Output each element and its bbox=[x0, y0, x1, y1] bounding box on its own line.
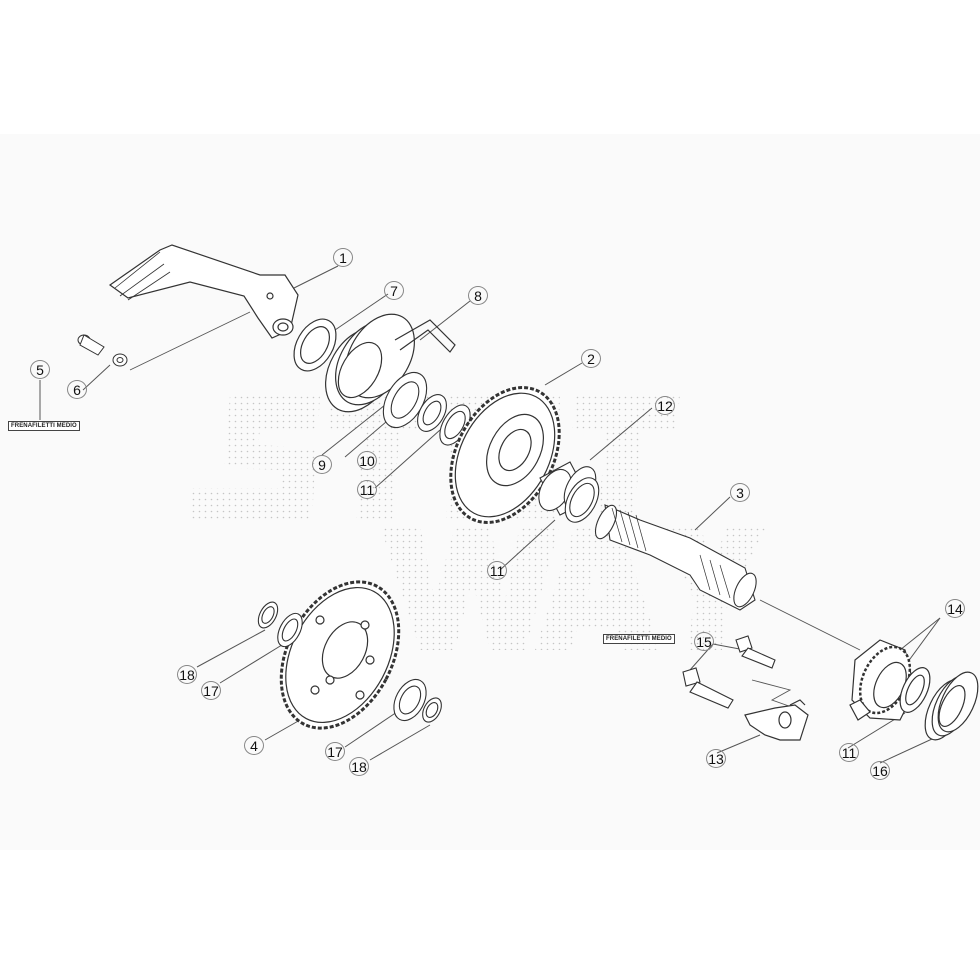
callout-1-label: 1 bbox=[339, 249, 347, 266]
callout-16-ring bbox=[870, 761, 890, 780]
pin-bolt bbox=[77, 334, 128, 367]
callout-11-upper-ring bbox=[357, 480, 377, 499]
callout-1[interactable]: 1 bbox=[333, 248, 355, 269]
callout-3-ring bbox=[730, 483, 750, 502]
callout-14[interactable]: 14 bbox=[945, 599, 967, 620]
callout-1-ring bbox=[333, 248, 353, 267]
callout-11-lower[interactable]: 11 bbox=[839, 743, 861, 764]
callout-6-label: 6 bbox=[73, 381, 81, 398]
callout-8[interactable]: 8 bbox=[468, 286, 490, 307]
callout-18-right[interactable]: 18 bbox=[349, 757, 371, 778]
callout-17-right-ring bbox=[325, 742, 345, 761]
threadlock-note-right: FRENAFILETTI MEDIO bbox=[603, 634, 675, 644]
callout-4-label: 4 bbox=[250, 737, 258, 754]
callout-6-ring bbox=[67, 380, 87, 399]
callout-3[interactable]: 3 bbox=[730, 483, 752, 504]
callout-17-left-label: 17 bbox=[203, 682, 219, 699]
callout-16-label: 16 bbox=[872, 762, 888, 779]
callout-17-left[interactable]: 17 bbox=[201, 681, 223, 702]
callout-12[interactable]: 12 bbox=[655, 396, 677, 417]
callout-17-right-label: 17 bbox=[327, 743, 343, 760]
callout-11-lower-ring bbox=[839, 743, 859, 762]
callout-8-label: 8 bbox=[474, 287, 482, 304]
callout-17-right[interactable]: 17 bbox=[325, 742, 347, 763]
callout-6[interactable]: 6 bbox=[67, 380, 89, 401]
callout-13-label: 13 bbox=[708, 750, 724, 767]
washers-9-10-11 bbox=[382, 371, 471, 446]
callout-11-lower-label: 11 bbox=[841, 744, 857, 761]
callout-2-label: 2 bbox=[587, 350, 595, 367]
callout-10-ring bbox=[357, 451, 377, 470]
callout-18-right-label: 18 bbox=[351, 758, 367, 775]
callout-16[interactable]: 16 bbox=[870, 761, 892, 782]
callout-8-ring bbox=[468, 286, 488, 305]
assembly-lines bbox=[129, 311, 861, 711]
threadlock-note-left: FRENAFILETTI MEDIO bbox=[8, 421, 80, 431]
callout-4-ring bbox=[244, 736, 264, 755]
callout-10[interactable]: 10 bbox=[357, 451, 379, 472]
kick-lever bbox=[108, 244, 299, 339]
bolts-15 bbox=[682, 635, 776, 709]
callout-9-label: 9 bbox=[318, 456, 326, 473]
callout-5-ring bbox=[30, 360, 50, 379]
callout-5[interactable]: 5 bbox=[30, 360, 52, 381]
callout-18-left-label: 18 bbox=[179, 666, 195, 683]
callout-18-right-ring bbox=[349, 757, 369, 776]
callout-18-left-ring bbox=[177, 665, 197, 684]
callout-11-mid[interactable]: 11 bbox=[487, 561, 509, 582]
callout-9-ring bbox=[312, 455, 332, 474]
callout-15[interactable]: 15 bbox=[694, 632, 716, 653]
callout-15-ring bbox=[694, 632, 714, 651]
callout-14-ring bbox=[945, 599, 965, 618]
callout-13-ring bbox=[706, 749, 726, 768]
ratchet-13 bbox=[744, 699, 809, 741]
callout-7-ring bbox=[384, 281, 404, 300]
rings-right bbox=[393, 678, 442, 723]
callout-5-label: 5 bbox=[36, 361, 44, 378]
bushing-12 bbox=[538, 461, 600, 523]
callout-9[interactable]: 9 bbox=[312, 455, 334, 476]
callout-11-mid-ring bbox=[487, 561, 507, 580]
gear-2 bbox=[449, 386, 561, 524]
callout-17-left-ring bbox=[201, 681, 221, 700]
seal-7 bbox=[293, 318, 337, 372]
callout-7-label: 7 bbox=[390, 282, 398, 299]
callout-12-ring bbox=[655, 396, 675, 415]
callout-15-label: 15 bbox=[696, 633, 712, 650]
callout-18-left[interactable]: 18 bbox=[177, 665, 199, 686]
callout-11-upper[interactable]: 11 bbox=[357, 480, 379, 501]
spring-8 bbox=[325, 313, 456, 413]
callout-12-label: 12 bbox=[657, 397, 673, 414]
callout-2-ring bbox=[581, 349, 601, 368]
callout-3-label: 3 bbox=[736, 484, 744, 501]
callout-11-upper-label: 11 bbox=[359, 481, 375, 498]
spring-16 bbox=[899, 667, 979, 741]
callout-13[interactable]: 13 bbox=[706, 749, 728, 770]
gear-4 bbox=[279, 580, 401, 730]
callout-10-label: 10 bbox=[359, 452, 375, 469]
callout-7[interactable]: 7 bbox=[384, 281, 406, 302]
rings-left bbox=[257, 601, 303, 648]
gear-14 bbox=[849, 639, 916, 721]
callout-11-mid-label: 11 bbox=[489, 562, 505, 579]
shaft-3 bbox=[594, 504, 757, 611]
callout-4[interactable]: 4 bbox=[244, 736, 266, 757]
callout-14-label: 14 bbox=[947, 600, 963, 617]
callout-2[interactable]: 2 bbox=[581, 349, 603, 370]
